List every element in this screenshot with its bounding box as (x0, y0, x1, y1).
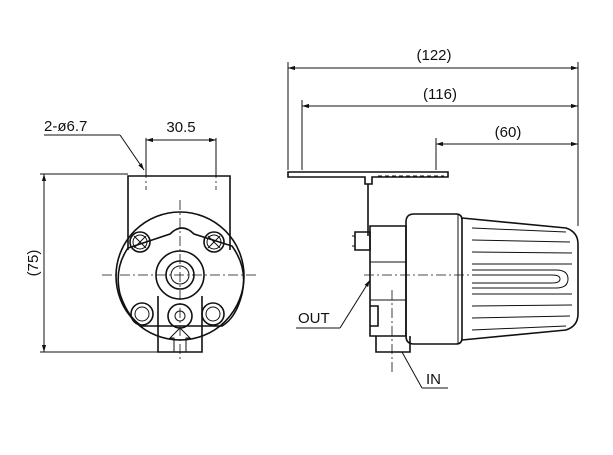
front-body-outline (117, 227, 245, 327)
screw-upper-right (203, 231, 225, 253)
front-view: 30.5 2-ø6.7 (75) (25, 118, 258, 362)
side-inlet-pipe (375, 336, 411, 353)
front-bracket (127, 175, 231, 250)
dim-30-5-label: 30.5 (166, 119, 195, 136)
screw-lower-right (201, 302, 225, 326)
out-label: OUT (298, 310, 330, 327)
out-leader (339, 279, 371, 329)
dim-75-label: (75) (25, 250, 42, 277)
side-lower-fitting (370, 305, 379, 327)
screw-lower-left (130, 302, 154, 326)
dim-116-label: (116) (423, 86, 457, 103)
dim-122-label: (122) (416, 47, 451, 64)
bowl-ribs (471, 227, 573, 331)
hole-leader (119, 134, 145, 171)
dim-hole-label: 2-ø6.7 (44, 118, 87, 135)
dim-60-label: (60) (495, 124, 522, 141)
side-flange (405, 213, 463, 345)
screw-upper-left (129, 231, 151, 253)
in-label: IN (426, 371, 441, 388)
side-housing (369, 225, 407, 337)
side-view: (122) (116) (60) OUT IN (287, 47, 579, 389)
side-bowl-outline (461, 217, 579, 341)
side-bracket-plate (287, 171, 449, 185)
in-leader (401, 351, 423, 389)
